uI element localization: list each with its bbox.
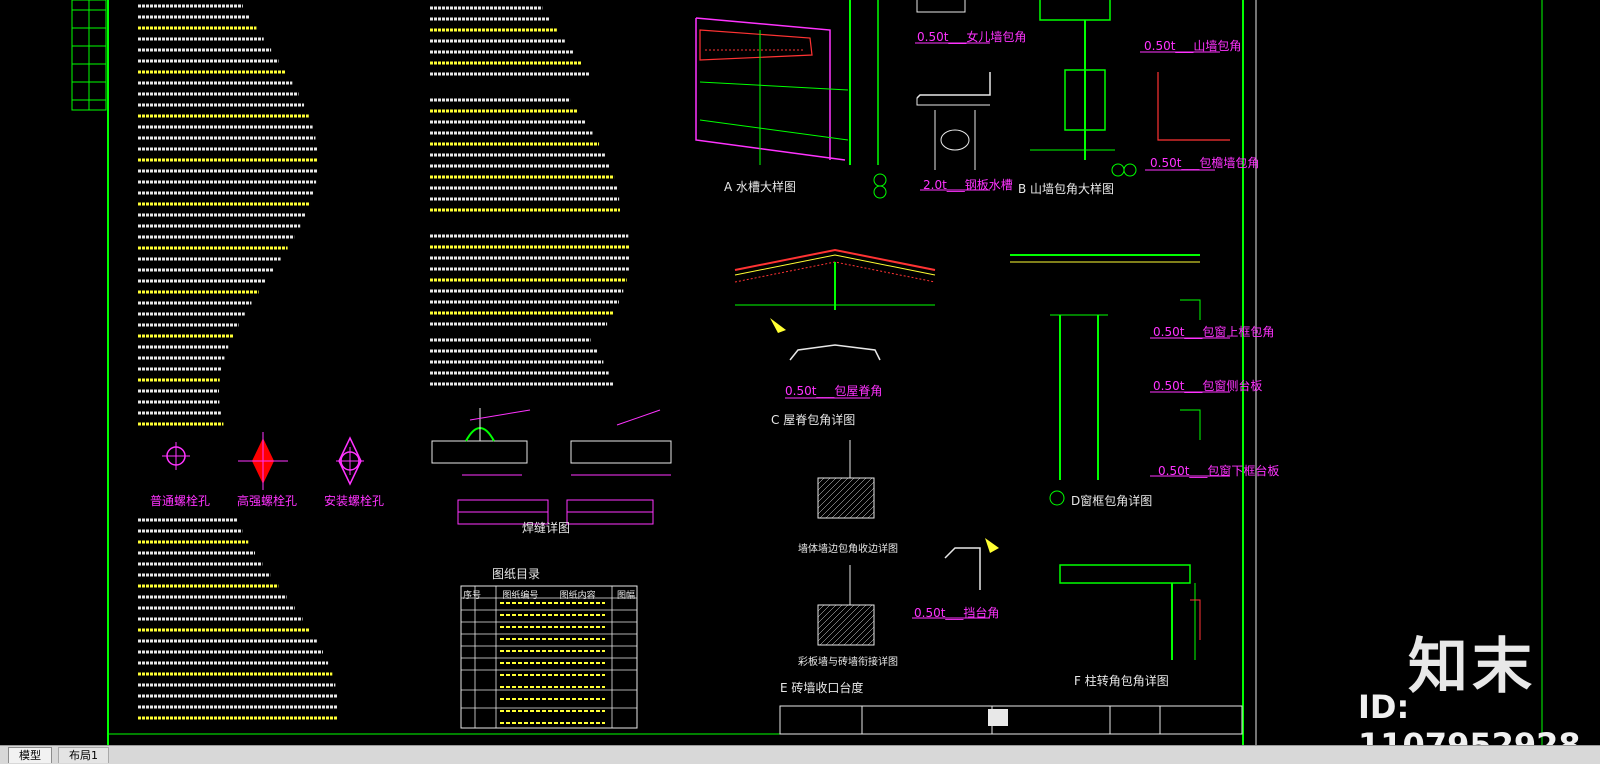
grid-bubble bbox=[1111, 163, 1125, 177]
brick-wall-hatch bbox=[817, 604, 849, 636]
gutter-outline bbox=[695, 17, 846, 161]
gable-frame bbox=[1039, 0, 1111, 21]
ridge-panel bbox=[734, 248, 936, 271]
brick-wall-hatch bbox=[831, 604, 873, 646]
brick-wall-hatch bbox=[817, 477, 849, 509]
flashing-label-gable-corner: 0.50t___包檐墙包角 bbox=[1150, 156, 1260, 170]
brick-wall-hatch bbox=[843, 487, 875, 519]
brick-wall-hatch bbox=[817, 477, 875, 519]
weld-leader bbox=[616, 409, 661, 426]
brick-wall-hatch bbox=[817, 604, 843, 630]
detail-label-b: B 山墙包角大样图 bbox=[1018, 182, 1115, 196]
grid-bubble bbox=[1049, 490, 1065, 506]
index-table-header: 序号 图纸编号 图纸内容 图幅 bbox=[463, 588, 635, 601]
weld-plate bbox=[431, 440, 528, 464]
parapet-flashing bbox=[916, 0, 966, 13]
gutter-insulation bbox=[699, 29, 813, 61]
corner-flashing bbox=[1190, 599, 1201, 640]
index-col-size: 图幅 bbox=[616, 591, 635, 601]
grid-bubble bbox=[1123, 163, 1137, 177]
brick-wall-hatch bbox=[849, 620, 875, 646]
flashing-label-gable: 0.50t___山墙包角 bbox=[1144, 39, 1242, 53]
detail-label-a: A 水槽大样图 bbox=[724, 180, 797, 194]
brick-wall-hatch bbox=[825, 604, 867, 646]
view-arrow bbox=[985, 538, 999, 553]
flashing-label-ridge: 0.50t___包屋脊角 bbox=[785, 384, 883, 398]
index-table-title: 图纸目录 bbox=[492, 567, 541, 581]
view-arrow bbox=[770, 318, 786, 333]
bolt-label-high-strength: 高强螺栓孔 bbox=[237, 494, 298, 508]
brick-wall-hatch bbox=[855, 499, 875, 519]
brick-wall-hatch bbox=[817, 477, 843, 503]
brick-wall-hatch bbox=[817, 477, 831, 491]
flashing-label-gutter: 2.0t___钢板水槽 bbox=[923, 178, 1013, 192]
watermark-brand: 知末 bbox=[1408, 632, 1536, 702]
brick-wall-hatch bbox=[817, 477, 837, 497]
brick-wall-hatch bbox=[843, 614, 875, 646]
brick-wall-hatch bbox=[817, 604, 831, 618]
brick-wall-hatch bbox=[817, 604, 875, 646]
brick-wall-hatch bbox=[819, 604, 861, 646]
tab-layout1[interactable]: 布局1 bbox=[58, 747, 109, 763]
detail-label-e: E 砖墙收口台度 bbox=[780, 681, 864, 695]
flashing-label-parapet: 0.50t___女儿墙包角 bbox=[917, 30, 1027, 44]
brick-wall-hatch bbox=[817, 604, 837, 624]
brick-wall-hatch bbox=[817, 604, 855, 642]
tab-model[interactable]: 模型 bbox=[8, 747, 52, 763]
cad-drawing-canvas[interactable]: A 水槽大样图 B 山墙包角大样图 C 屋脊包角详图 D窗框包角详图 E 砖墙收… bbox=[0, 0, 1600, 745]
bolt-label-normal: 普通螺栓孔 bbox=[150, 494, 211, 508]
gutter-purlin bbox=[699, 119, 849, 141]
brick-wall-hatch bbox=[855, 626, 875, 646]
gutter-purlin bbox=[699, 81, 849, 91]
title-block bbox=[779, 705, 1243, 735]
index-col-content: 图纸内容 bbox=[559, 591, 596, 601]
flashing-label-ledge: 0.50t___挡台角 bbox=[914, 606, 1000, 620]
watermark-id: ID: 1107952928 bbox=[1358, 688, 1581, 745]
grid-bubble bbox=[873, 185, 887, 199]
brick-wall-hatch bbox=[837, 608, 875, 646]
brick-wall-hatch bbox=[831, 477, 873, 519]
title-block-logo bbox=[988, 709, 1008, 726]
gutter-channel bbox=[916, 98, 990, 106]
brick-wall-hatch bbox=[849, 493, 875, 519]
weld-plate bbox=[570, 440, 672, 464]
install-bolt-symbol bbox=[338, 436, 362, 486]
grid-bubble bbox=[873, 173, 887, 187]
brick-wall-hatch bbox=[817, 477, 825, 485]
brick-wall-hatch bbox=[837, 481, 875, 519]
flashing-label-window-side: 0.50t___包窗侧台板 bbox=[1153, 379, 1263, 393]
gutter-channel bbox=[916, 72, 991, 99]
corner-beam bbox=[1059, 564, 1191, 584]
window-flashing bbox=[1180, 299, 1201, 320]
cad-drawing bbox=[71, 0, 1543, 745]
flashing-label-window-top: 0.50t___包窗上框包角 bbox=[1153, 325, 1275, 339]
ridge-flashing bbox=[789, 344, 881, 361]
ledge-flashing bbox=[944, 547, 981, 590]
wall-detail-label-1: 墙体墙边包角收边详图 bbox=[798, 544, 898, 555]
detail-label-f: F 柱转角包角详图 bbox=[1074, 674, 1169, 688]
layout-tab-bar: 模型 布局1 bbox=[0, 745, 1600, 764]
index-col-code: 图纸编号 bbox=[502, 591, 539, 601]
brick-wall-hatch bbox=[817, 604, 825, 612]
window-flashing bbox=[1180, 409, 1201, 440]
detail-label-d: D窗框包角详图 bbox=[1071, 494, 1153, 508]
wall-detail-label-2: 彩板墙与砖墙衔接详图 bbox=[798, 657, 898, 668]
brick-wall-hatch bbox=[825, 477, 867, 519]
gutter-downpipe bbox=[940, 129, 970, 151]
gable-corner-flashing bbox=[1157, 72, 1230, 141]
brick-wall-hatch bbox=[817, 477, 855, 515]
weld-detail-title: 焊缝详图 bbox=[522, 521, 571, 535]
flashing-label-window-bottom: 0.50t___包窗下框台板 bbox=[1158, 464, 1280, 478]
brick-wall-hatch bbox=[861, 632, 875, 646]
index-table-frame bbox=[460, 585, 638, 729]
brick-wall-hatch bbox=[819, 477, 861, 519]
ridge-panel bbox=[734, 254, 936, 276]
bolt-label-install: 安装螺栓孔 bbox=[324, 494, 385, 508]
index-col-no: 序号 bbox=[463, 591, 482, 601]
brick-wall-hatch bbox=[867, 511, 875, 519]
brick-wall-hatch bbox=[867, 638, 875, 646]
weld-leader bbox=[469, 409, 531, 421]
detail-label-c: C 屋脊包角详图 bbox=[771, 413, 856, 427]
brick-wall-hatch bbox=[861, 505, 875, 519]
